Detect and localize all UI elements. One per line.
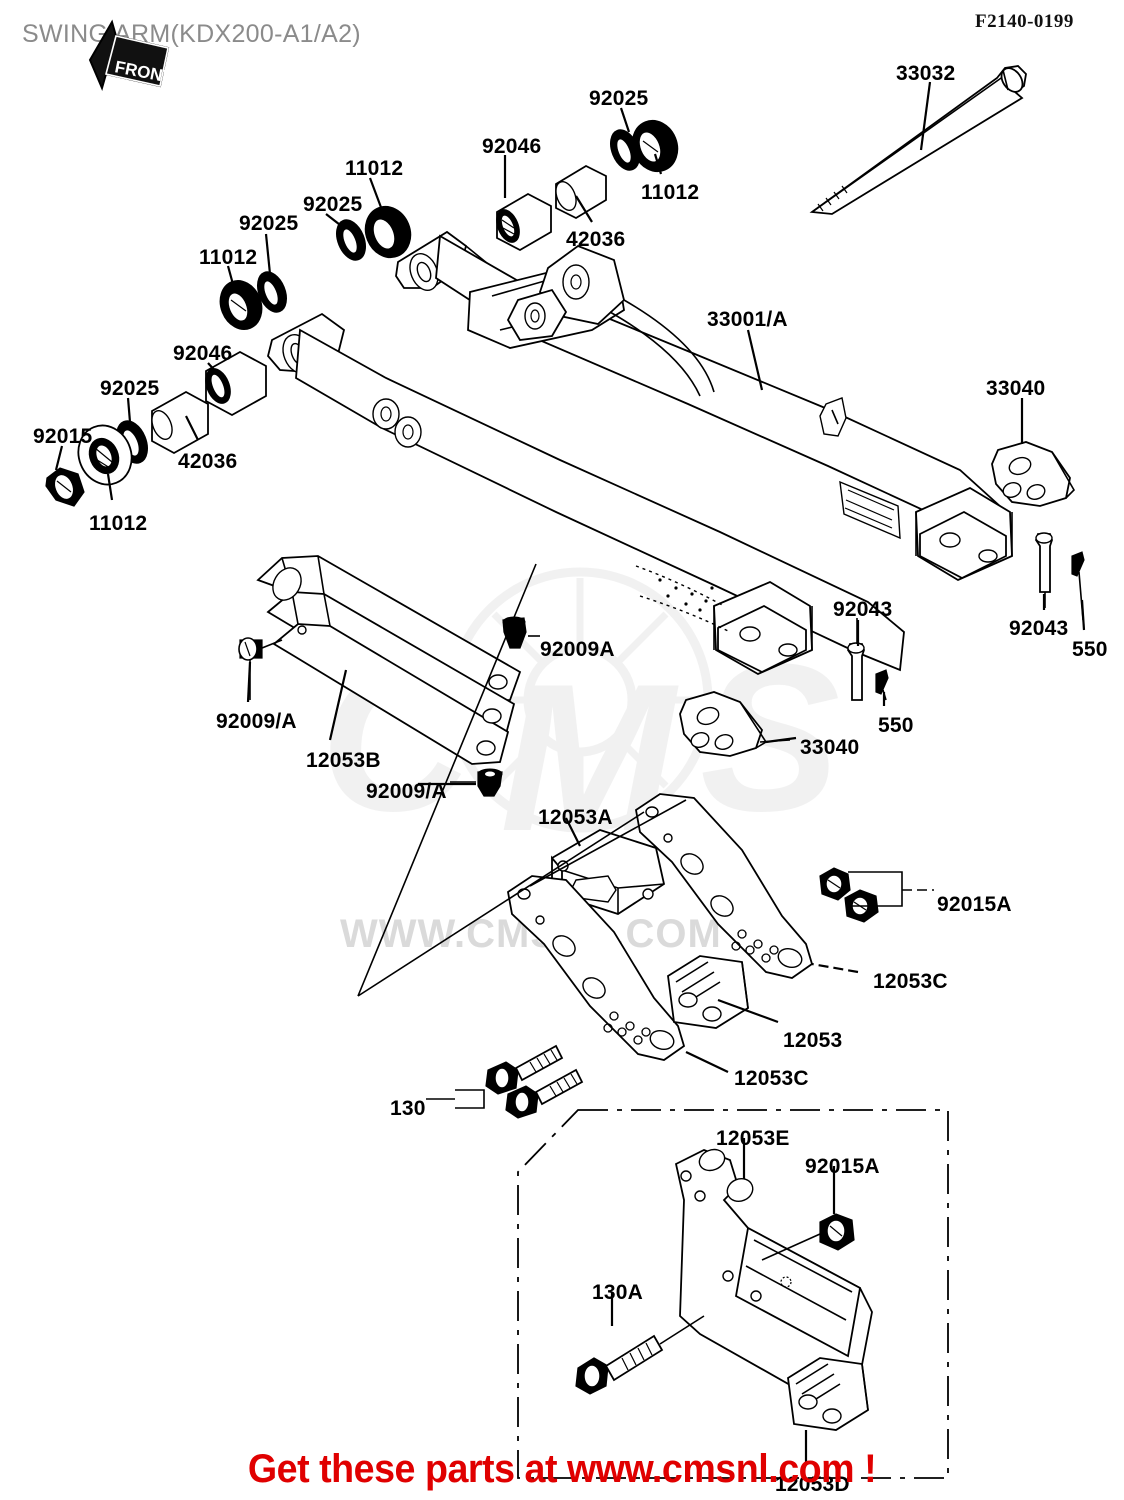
part-92025-shim-upper-right bbox=[610, 129, 640, 171]
part-130A-bolt-inset bbox=[575, 1315, 705, 1395]
callout-label-12053C-l: 12053C bbox=[734, 1067, 809, 1090]
callout-label-92009A: 92009A bbox=[540, 638, 615, 661]
callout-label-550-r: 550 bbox=[1072, 638, 1108, 661]
part-92025-shim-upper-left bbox=[336, 219, 366, 261]
callout-label-92009A-b: 92009/A bbox=[216, 710, 297, 733]
part-12053-chain-roller bbox=[667, 955, 749, 1029]
callout-label-92025-d: 92025 bbox=[100, 377, 160, 400]
callout-label-12053A: 12053A bbox=[538, 806, 613, 829]
part-92009A-screw-left bbox=[238, 637, 283, 700]
part-12053D-slider-inset bbox=[787, 1357, 869, 1431]
callout-leader-lines bbox=[54, 81, 1086, 1462]
callout-label-12053E: 12053E bbox=[716, 1127, 790, 1150]
callout-label-92025-a: 92025 bbox=[589, 87, 649, 110]
callout-label-11012-c: 11012 bbox=[199, 246, 258, 269]
part-92043-pin-right bbox=[1035, 532, 1053, 608]
part-33001A-swing-arm-body bbox=[267, 230, 1013, 676]
part-11012-cap-upper-left bbox=[364, 205, 412, 259]
figure-number: F2140-0199 bbox=[975, 11, 1074, 32]
callout-label-12053: 12053 bbox=[783, 1029, 843, 1052]
callout-label-11012-b: 11012 bbox=[345, 157, 404, 180]
part-92009A-screw-bottom bbox=[450, 768, 503, 797]
callout-label-12053C-u: 12053C bbox=[873, 970, 948, 993]
callout-label-92046-a: 92046 bbox=[482, 135, 542, 158]
part-11012-cap-lower bbox=[77, 424, 133, 486]
part-42036-sleeve-lower bbox=[151, 390, 209, 455]
part-12053B-chain-guide bbox=[256, 555, 522, 765]
callout-label-92015: 92015 bbox=[33, 425, 93, 448]
callout-label-92043-l: 92043 bbox=[833, 598, 893, 621]
callout-label-92015A-inset: 92015A bbox=[805, 1155, 880, 1178]
callout-label-42036-a: 42036 bbox=[566, 228, 626, 251]
part-33040-chain-adjuster-right bbox=[991, 441, 1076, 507]
callout-label-92009A-c: 92009/A bbox=[366, 780, 447, 803]
part-550-cotter-pin-left bbox=[875, 669, 889, 701]
callout-label-92043-r: 92043 bbox=[1009, 617, 1069, 640]
callout-label-92025-b: 92025 bbox=[303, 193, 363, 216]
callout-label-33001A: 33001/A bbox=[707, 308, 788, 331]
callout-label-42036-b: 42036 bbox=[178, 450, 238, 473]
part-92015A-nut-inset bbox=[761, 1213, 855, 1261]
callout-label-33040-r: 33040 bbox=[986, 377, 1046, 400]
part-12053C-bracket-lower bbox=[507, 875, 686, 1061]
part-92043-pin-left bbox=[847, 618, 865, 701]
callout-label-33032: 33032 bbox=[896, 62, 956, 85]
part-42036-sleeve-upper bbox=[555, 164, 607, 220]
callout-label-130: 130 bbox=[390, 1097, 426, 1120]
page-title: SWING ARM(KDX200-A1/A2) bbox=[22, 20, 361, 48]
callout-label-11012-a: 11012 bbox=[641, 181, 700, 204]
callout-label-92046-b: 92046 bbox=[173, 342, 233, 365]
part-92046-bearing-upper bbox=[496, 192, 552, 252]
callout-label-33040-l: 33040 bbox=[800, 736, 860, 759]
inset-box-border bbox=[517, 1109, 949, 1479]
part-12053E-chain-guard-inset bbox=[674, 1148, 873, 1401]
callout-label-92015A: 92015A bbox=[937, 893, 1012, 916]
promo-footer: Get these parts at www.cmsnl.com ! bbox=[247, 1447, 877, 1491]
callout-label-92025-c: 92025 bbox=[239, 212, 299, 235]
callout-label-11012-d: 11012 bbox=[89, 512, 148, 535]
part-92015-nut bbox=[45, 467, 85, 507]
part-92046-bearing-lower bbox=[205, 350, 267, 417]
part-33040-chain-adjuster-left bbox=[679, 691, 791, 757]
part-92025-shim-left-2 bbox=[257, 271, 287, 313]
callout-label-130A: 130A bbox=[592, 1281, 644, 1304]
part-92015A-nuts bbox=[819, 867, 934, 923]
part-33032-pivot-shaft bbox=[809, 65, 1027, 215]
callout-label-12053D: 12053D bbox=[775, 1473, 850, 1496]
part-130-bolts bbox=[426, 1044, 584, 1119]
callout-label-12053B: 12053B bbox=[306, 749, 381, 772]
front-direction-badge: FRONT bbox=[88, 19, 175, 91]
callout-label-550-l: 550 bbox=[878, 714, 914, 737]
part-12053C-bracket-upper bbox=[635, 793, 814, 979]
part-12053A-slider-block bbox=[550, 829, 666, 915]
